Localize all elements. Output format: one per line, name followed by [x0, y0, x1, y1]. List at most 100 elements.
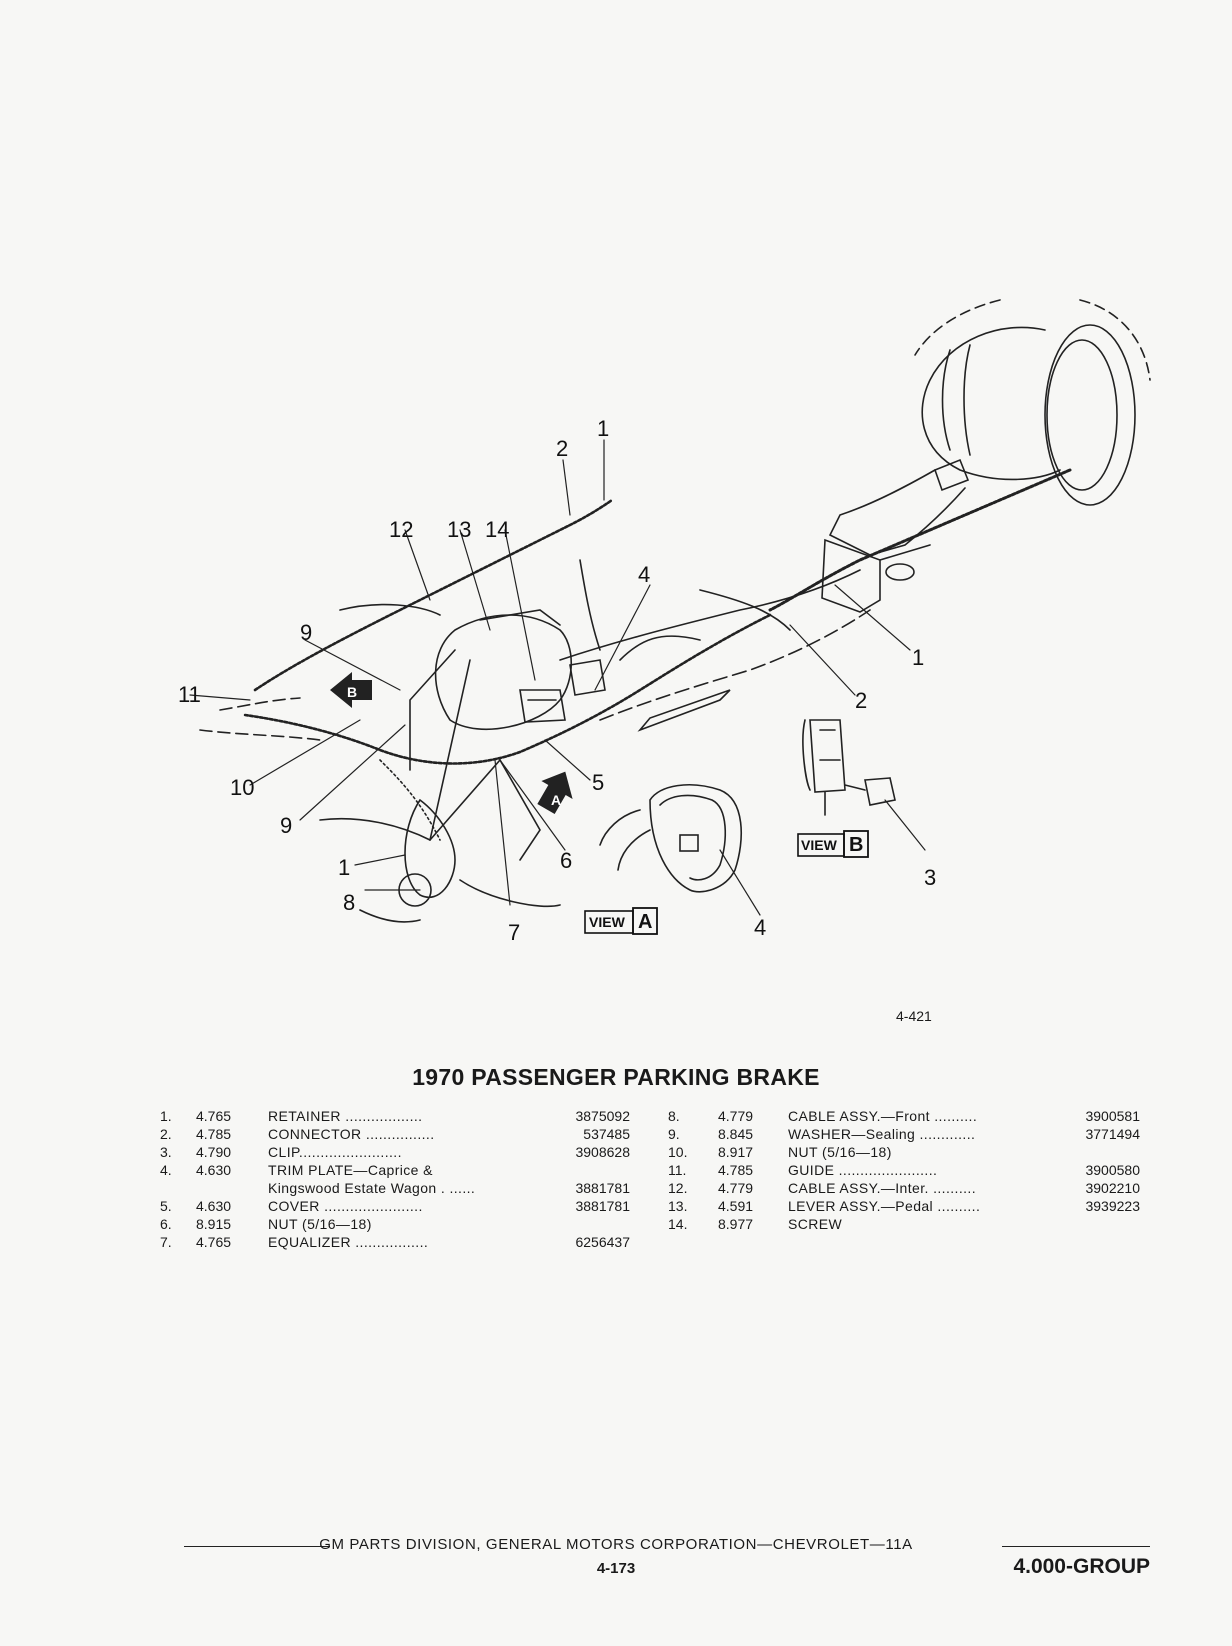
group-number: 8.917 [718, 1144, 754, 1160]
group-number: 4.785 [718, 1162, 754, 1178]
trim-plate-bracket [569, 659, 606, 696]
part-number-index: 5. [160, 1198, 172, 1214]
group-number: 8.845 [718, 1126, 754, 1142]
group-number: 4.765 [196, 1108, 232, 1124]
view-a-label: VIEW A [584, 907, 658, 935]
parts-row: 7. 4.765 EQUALIZER ................. 625643… [160, 1233, 630, 1251]
group-number: 4.765 [196, 1234, 232, 1250]
part-number: 3939223 [1085, 1198, 1140, 1214]
rear-brake-drum [914, 299, 1151, 506]
part-number: 3881781 [575, 1198, 630, 1214]
part-number: 3771494 [1085, 1126, 1140, 1142]
callout-11: 11 [178, 682, 201, 707]
callout-numbers: 1 2 12 13 14 4 9 11 10 9 5 6 1 8 7 1 2 3… [178, 416, 936, 945]
figure-code: 4-421 [896, 1008, 932, 1024]
group-number: 4.000-GROUP [1013, 1555, 1150, 1578]
part-number-index: 4. [160, 1162, 172, 1178]
parts-row: 2. 4.785 CONNECTOR ................ 537485 [160, 1125, 630, 1143]
parts-list-right: 8. 4.779 CABLE ASSY.—Front .......... 39005… [668, 1107, 1140, 1233]
parts-list-left: 1. 4.765 RETAINER .................. 387509… [160, 1107, 630, 1251]
part-number-index: 10. [668, 1144, 688, 1160]
part-name: SCREW [788, 1216, 843, 1232]
part-name: GUIDE ....................... [788, 1162, 938, 1178]
part-number-index: 1. [160, 1108, 172, 1124]
group-number: 4.785 [196, 1126, 232, 1142]
part-name: COVER ....................... [268, 1198, 423, 1214]
callout-14: 14 [485, 517, 509, 542]
frame-rails [199, 569, 871, 741]
page-title: 1970 PASSENGER PARKING BRAKE [412, 1064, 820, 1090]
callout-1-right: 1 [912, 645, 924, 670]
group-number: 4.591 [718, 1198, 754, 1214]
callout-10: 10 [230, 775, 254, 800]
callout-2-top: 2 [556, 436, 568, 461]
footer-text: GM PARTS DIVISION, GENERAL MOTORS CORPOR… [319, 1536, 913, 1553]
part-number: 6256437 [575, 1234, 630, 1250]
svg-text:A: A [638, 911, 652, 933]
callout-9-top: 9 [300, 620, 312, 645]
part-number: 3875092 [575, 1108, 630, 1124]
part-name: LEVER ASSY.—Pedal .......... [788, 1198, 981, 1214]
parking-brake-diagram: B A VIEW A VIEW B 1 2 12 13 14 4 9 11 10… [178, 299, 1151, 945]
page-number: 4-173 [596, 1560, 636, 1577]
part-name: CABLE ASSY.—Front .......... [788, 1108, 978, 1124]
part-name: NUT (5/16—18) [268, 1216, 372, 1232]
part-number-index: 7. [160, 1234, 172, 1250]
parts-row: 5. 4.630 COVER ....................... 3881… [160, 1197, 630, 1215]
part-number: 537485 [583, 1126, 630, 1142]
group-number: 4.630 [196, 1198, 232, 1214]
callout-13: 13 [447, 517, 471, 542]
callout-12: 12 [389, 517, 413, 542]
part-number: 3900580 [1085, 1162, 1140, 1178]
parts-row: 11. 4.785 GUIDE ....................... 390… [668, 1161, 1140, 1179]
view-b-label: VIEW B [797, 830, 869, 858]
part-number: 3902210 [1085, 1180, 1140, 1196]
part-number: 3881781 [575, 1180, 630, 1196]
view-b-arrow: B [330, 672, 372, 708]
callout-8: 8 [343, 890, 355, 915]
footer-rule-right [1002, 1546, 1150, 1547]
callout-6: 6 [560, 848, 572, 873]
rear-axle-housing [821, 469, 966, 613]
part-name: CONNECTOR ................ [268, 1126, 435, 1142]
callout-1-top: 1 [597, 416, 609, 441]
callout-7: 7 [508, 920, 520, 945]
group-number: 4.790 [196, 1144, 232, 1160]
view-a-arrow: A [537, 771, 573, 815]
parts-row: 13. 4.591 LEVER ASSY.—Pedal .......... 3939… [668, 1197, 1140, 1215]
part-name: CLIP........................ [268, 1144, 402, 1160]
parts-row: Kingswood Estate Wagon . ......3881781 [160, 1179, 630, 1197]
part-number-index: 12. [668, 1180, 688, 1196]
cover [519, 689, 566, 723]
leader-lines [189, 439, 926, 916]
callout-1-bottom: 1 [338, 855, 350, 880]
group-number: 4.779 [718, 1180, 754, 1196]
callout-4-view-a: 4 [754, 915, 766, 940]
part-number-index: 13. [668, 1198, 688, 1214]
footer-rule-left [184, 1546, 330, 1547]
pedal-lever-assy [379, 609, 573, 907]
front-cable-upper [253, 498, 614, 692]
group-number: 8.915 [196, 1216, 232, 1232]
group-number: 4.630 [196, 1162, 232, 1178]
part-number: 3900581 [1085, 1108, 1140, 1124]
part-name: RETAINER .................. [268, 1108, 423, 1124]
part-number-index: 2. [160, 1126, 172, 1142]
part-name: WASHER—Sealing ............. [788, 1126, 976, 1142]
part-number-index: 8. [668, 1108, 680, 1124]
group-number: 8.977 [718, 1216, 754, 1232]
part-number-index: 11. [668, 1162, 687, 1178]
part-number-index: 6. [160, 1216, 172, 1232]
svg-text:VIEW: VIEW [589, 914, 626, 930]
part-number-index: 3. [160, 1144, 172, 1160]
part-name: EQUALIZER ................. [268, 1234, 429, 1250]
callout-3: 3 [924, 865, 936, 890]
callout-4-main: 4 [638, 562, 650, 587]
view-a-detail [599, 784, 743, 893]
